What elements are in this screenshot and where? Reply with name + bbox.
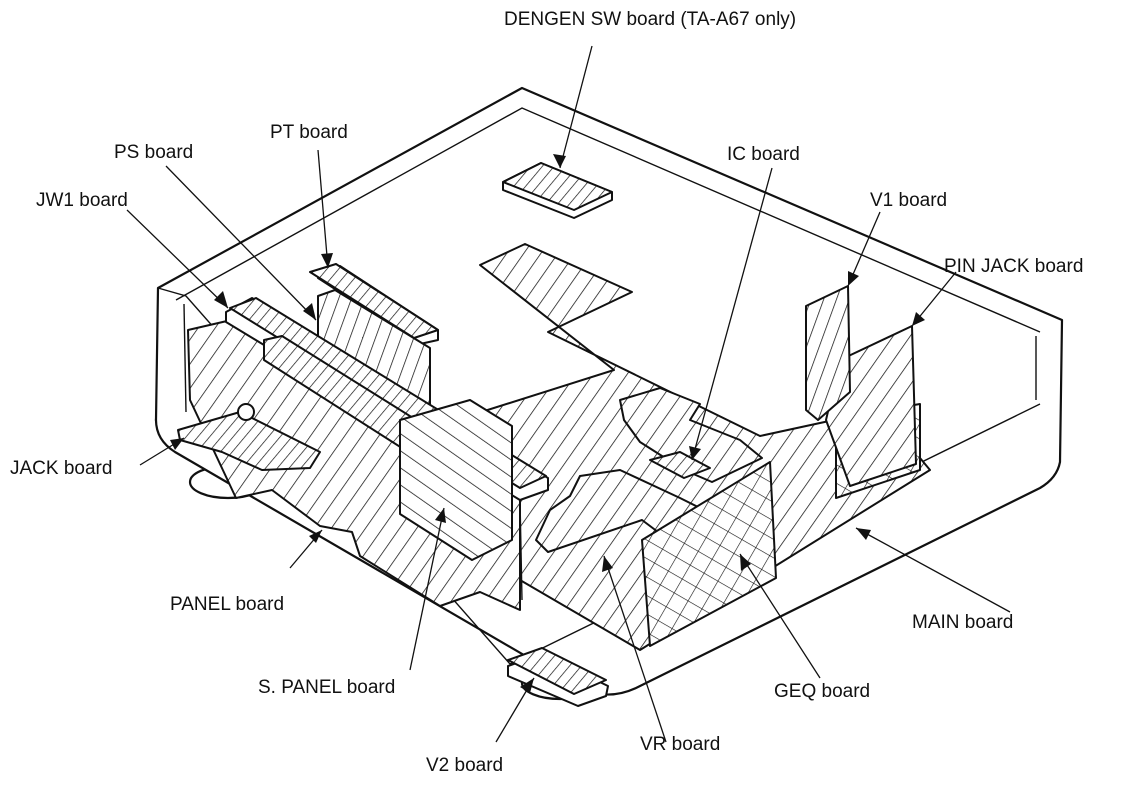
labels: DENGEN SW board (TA-A67 only) PT board P… [10, 9, 1083, 776]
jack-board-shape [177, 403, 321, 471]
leader-lines [126, 45, 1011, 743]
v1-board-shape [805, 285, 851, 421]
label-vr-board: VR board [640, 734, 720, 755]
v2-board-shape [507, 499, 609, 707]
ic-board-shape [619, 387, 763, 483]
label-pt-board: PT board [270, 122, 348, 143]
label-jack-board: JACK board [10, 458, 112, 479]
label-main-board: MAIN board [912, 612, 1013, 633]
label-dengen-sw-board: DENGEN SW board (TA-A67 only) [504, 9, 796, 30]
label-v2-board: V2 board [426, 755, 503, 776]
label-v1-board: V1 board [870, 190, 947, 211]
s-panel-board-shape [399, 399, 513, 561]
label-pin-jack-board: PIN JACK board [944, 256, 1083, 277]
dengen-sw-board-shape [502, 162, 613, 219]
label-jw1-board: JW1 board [36, 190, 128, 211]
label-panel-board: PANEL board [170, 594, 284, 615]
label-ic-board: IC board [727, 144, 800, 165]
label-s-panel-board: S. PANEL board [258, 677, 395, 698]
label-ps-board: PS board [114, 142, 193, 163]
label-geq-board: GEQ board [774, 681, 870, 702]
geq-board-shape [641, 461, 777, 647]
